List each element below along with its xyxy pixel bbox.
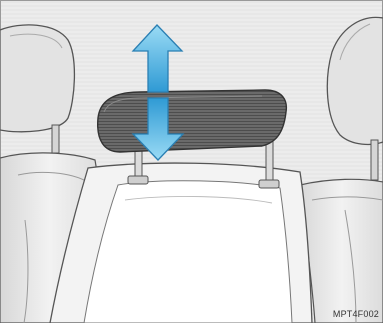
center-headrest — [98, 90, 287, 152]
figure-code: MPT4F002 — [333, 309, 379, 319]
